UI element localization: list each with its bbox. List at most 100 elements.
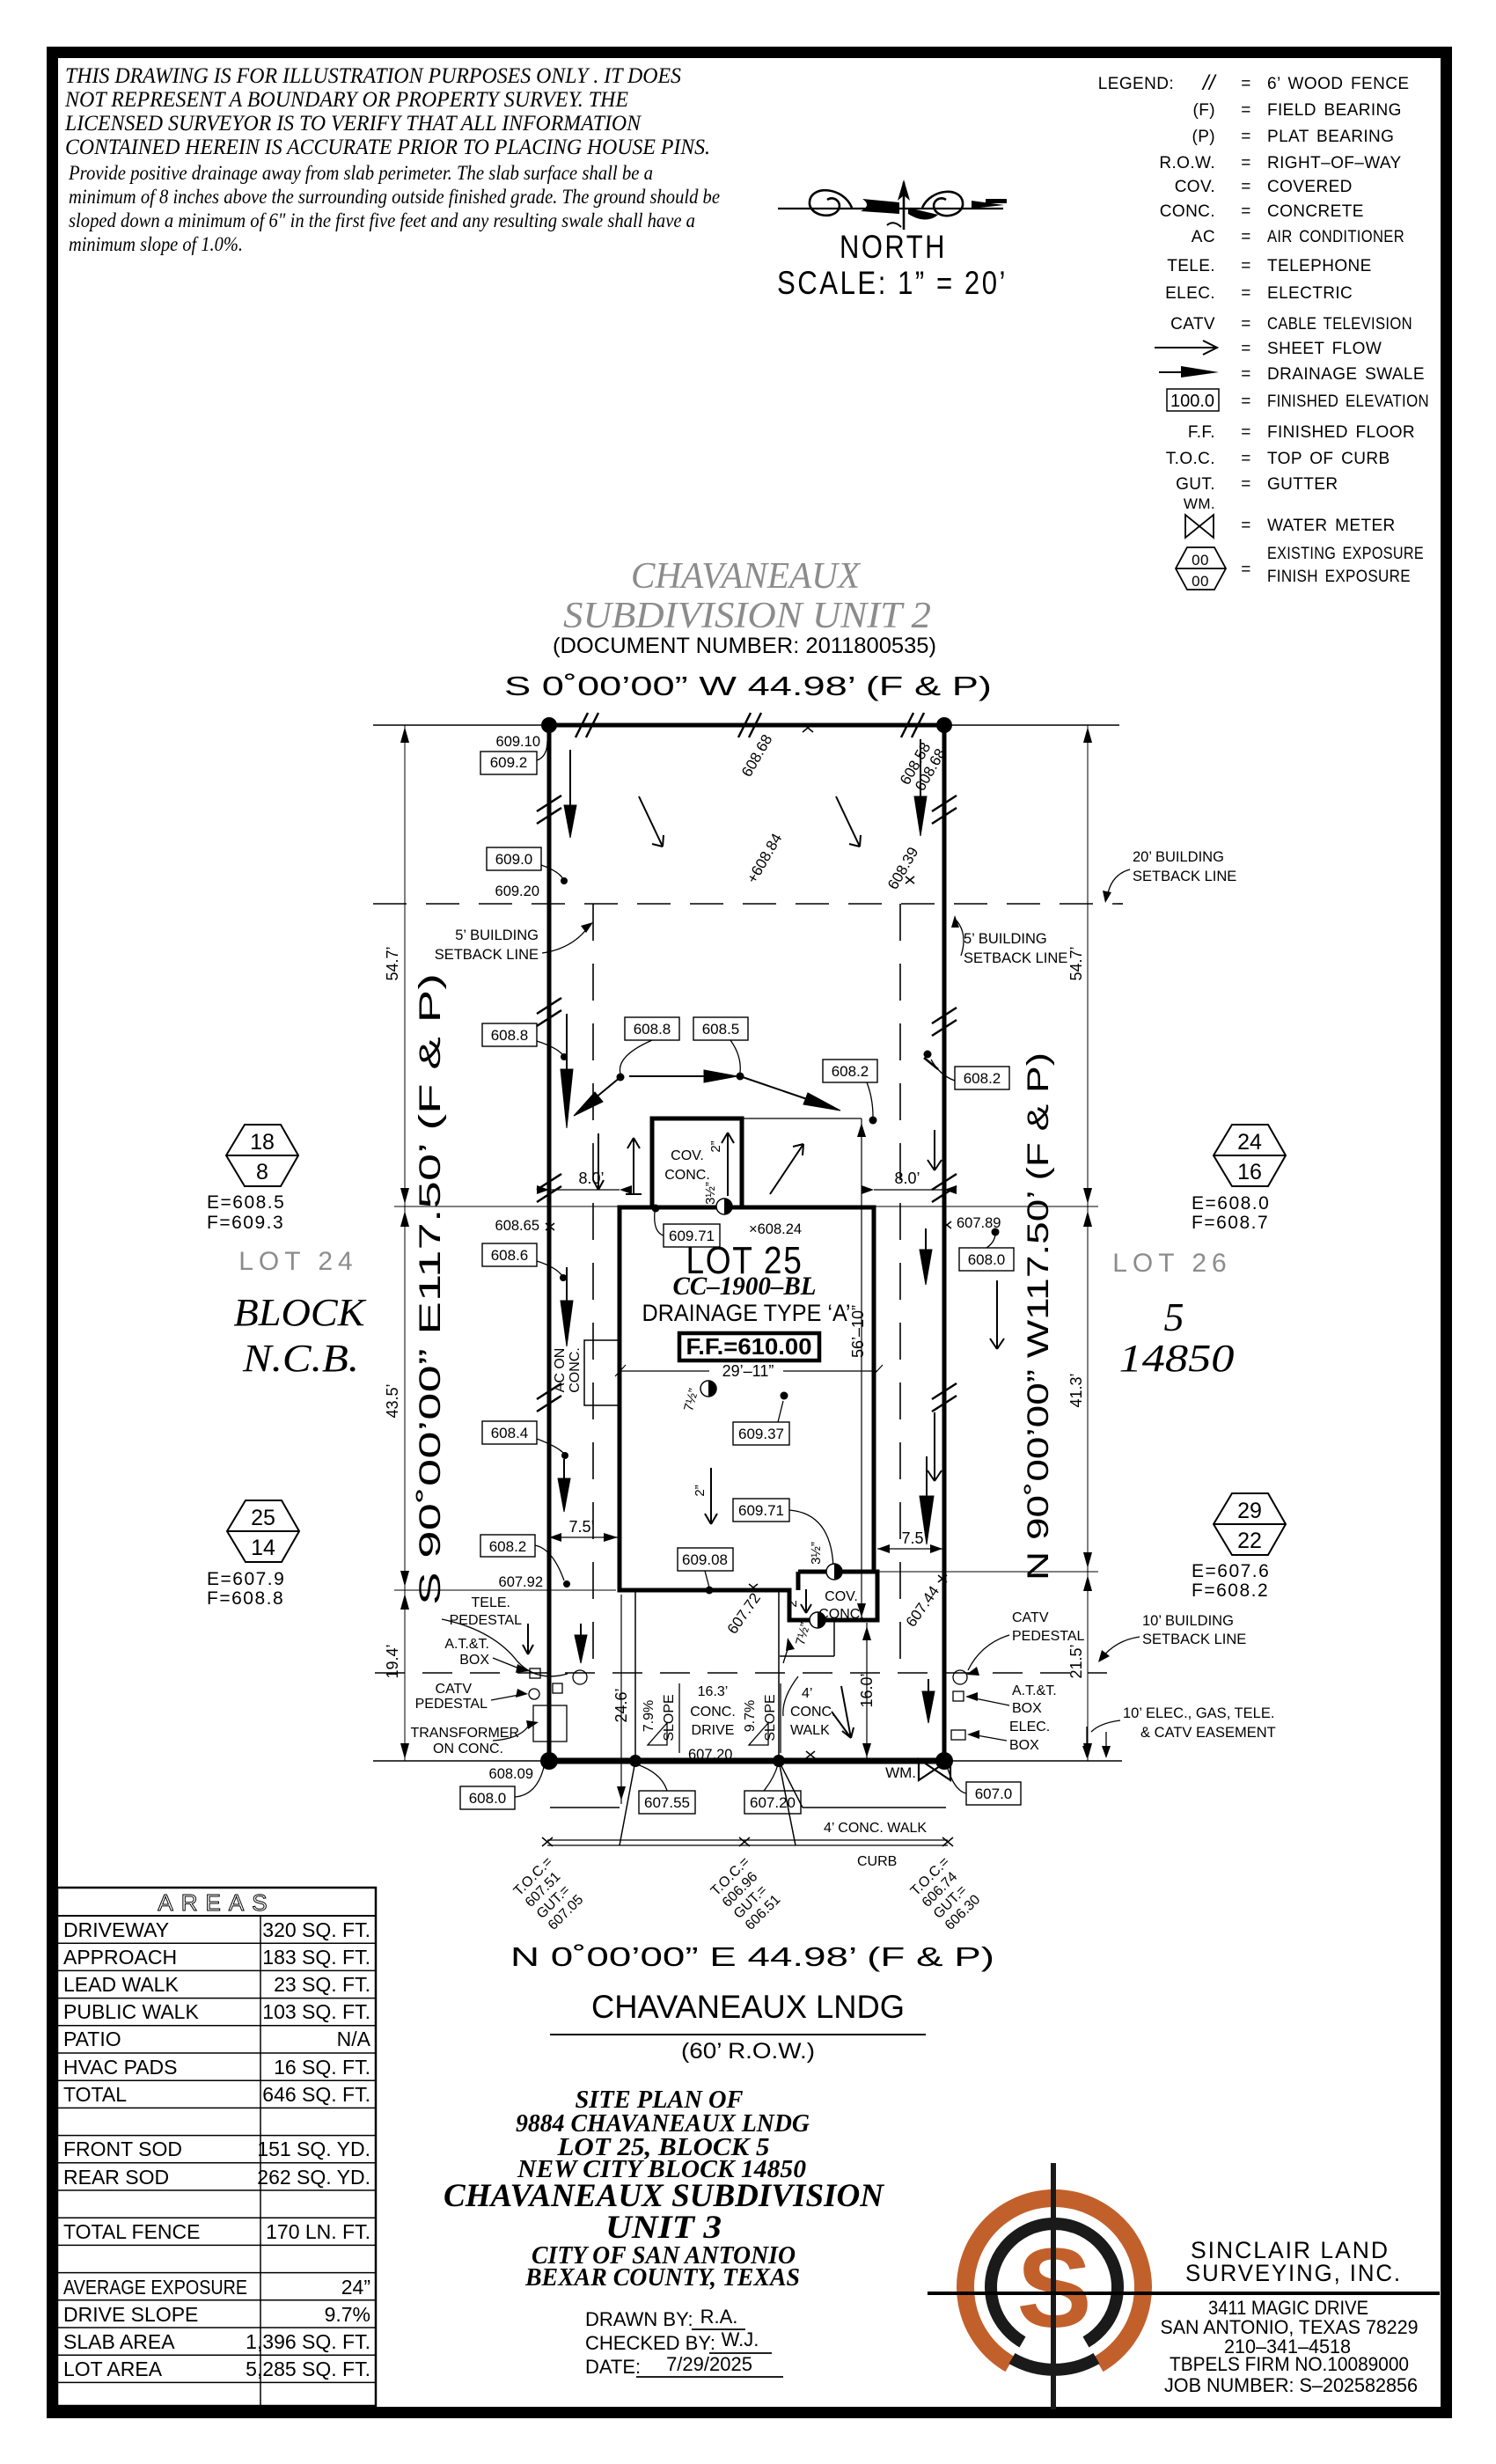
svg-text:TELE.: TELE. [1167,257,1215,275]
svg-text:10’ BUILDING: 10’ BUILDING [1142,1613,1234,1629]
svg-text:607.44: 607.44 [903,1583,942,1630]
svg-text:=: = [1241,101,1251,120]
svg-text:607.20: 607.20 [750,1794,796,1811]
svg-text:609.71: 609.71 [738,1502,784,1519]
svg-text:23 SQ. FT.: 23 SQ. FT. [274,1973,370,1996]
svg-text:JOB NUMBER: S–202582856: JOB NUMBER: S–202582856 [1164,2374,1418,2396]
svg-text:CHAVANEAUX SUBDIVISION: CHAVANEAUX SUBDIVISION [444,2178,884,2214]
svg-text:3411 MAGIC DRIVE: 3411 MAGIC DRIVE [1208,2297,1368,2319]
svg-text:=: = [1241,450,1251,468]
svg-text:CITY OF SAN ANTONIO: CITY OF SAN ANTONIO [532,2242,796,2270]
svg-text:A.T.&T.: A.T.&T. [444,1637,489,1652]
svg-text:LOT 25: LOT 25 [686,1239,803,1282]
svg-text:3½”: 3½” [703,1182,718,1205]
svg-text:TELEPHONE: TELEPHONE [1267,257,1372,275]
svg-text:DRIVE SLOPE: DRIVE SLOPE [63,2303,198,2326]
svg-text:PEDESTAL: PEDESTAL [450,1613,523,1628]
svg-text:=: = [1241,315,1251,334]
svg-text:=: = [1241,517,1251,535]
svg-text:DRAWN BY:: DRAWN BY: [585,2308,693,2330]
svg-text:AVERAGE EXPOSURE: AVERAGE EXPOSURE [63,2276,247,2299]
svg-text:CONC.: CONC. [1160,202,1215,221]
svg-text:LEGEND:: LEGEND: [1098,75,1174,93]
svg-text:=: = [1241,257,1251,275]
svg-text:103 SQ. FT.: 103 SQ. FT. [262,2000,370,2023]
svg-text:E=608.0: E=608.0 [1192,1193,1270,1214]
svg-text:SETBACK LINE: SETBACK LINE [435,947,539,963]
svg-text:T.O.C.: T.O.C. [1166,450,1215,468]
svg-text:EXISTING EXPOSURE: EXISTING EXPOSURE [1267,545,1424,563]
svg-text:100.0: 100.0 [1170,392,1214,411]
svg-text:N/A: N/A [337,2028,371,2050]
svg-text:3½”: 3½” [809,1542,824,1565]
svg-text:607.92: 607.92 [499,1574,543,1590]
svg-text:608.2: 608.2 [832,1063,869,1080]
svg-text:18: 18 [250,1130,275,1155]
svg-text:5’ BUILDING: 5’ BUILDING [964,931,1047,947]
svg-text:CONTAINED HEREIN IS ACCURATE P: CONTAINED HEREIN IS ACCURATE PRIOR TO PL… [65,136,710,159]
svg-text:ELEC.: ELEC. [1165,284,1215,303]
svg-text:6’ WOOD FENCE: 6’ WOOD FENCE [1267,75,1409,93]
svg-text:COVERED: COVERED [1267,178,1353,196]
svg-text:607.0: 607.0 [975,1786,1013,1802]
svg-text:NEW CITY BLOCK 14850: NEW CITY BLOCK 14850 [517,2156,806,2183]
svg-text:AC ON: AC ON [553,1348,568,1393]
svg-text:608.0: 608.0 [469,1790,507,1807]
svg-text:2”: 2” [785,1595,800,1607]
svg-text:=: = [1241,154,1251,172]
svg-text:21.5’: 21.5’ [1067,1644,1085,1678]
svg-text:8.0’: 8.0’ [578,1170,604,1187]
svg-text:7.9%: 7.9% [642,1700,656,1732]
svg-text:CABLE TELEVISION: CABLE TELEVISION [1267,315,1412,334]
svg-text:AC: AC [1192,228,1215,246]
svg-text:00: 00 [1192,552,1209,568]
svg-text:41.3’: 41.3’ [1067,1373,1085,1407]
svg-text:Provide positive drainage away: Provide positive drainage away from slab… [68,162,653,184]
svg-text:(P): (P) [1192,128,1215,146]
svg-text:GUTTER: GUTTER [1267,475,1338,494]
svg-text:7/29/2025: 7/29/2025 [666,2353,752,2375]
svg-text:SLOPE: SLOPE [763,1694,778,1741]
svg-text:DRIVE: DRIVE [692,1723,735,1738]
svg-text:=: = [1241,392,1251,411]
svg-text:608.8: 608.8 [491,1027,529,1044]
svg-text:WALK: WALK [790,1723,830,1738]
svg-text:F=608.8: F=608.8 [207,1588,284,1609]
svg-text:5: 5 [1164,1294,1184,1339]
svg-text:(DOCUMENT NUMBER: 2011800535): (DOCUMENT NUMBER: 2011800535) [553,634,936,658]
svg-text:& CATV EASEMENT: & CATV EASEMENT [1140,1725,1276,1741]
svg-text:F.F.=610.00: F.F.=610.00 [686,1333,812,1360]
svg-text:WATER METER: WATER METER [1267,517,1396,535]
svg-text:LOT 26: LOT 26 [1112,1249,1232,1278]
svg-text:COV.: COV. [1175,178,1215,196]
svg-text:BOX: BOX [1009,1738,1039,1753]
svg-text:CONC.: CONC. [568,1347,583,1393]
svg-text:DRAINAGE SWALE: DRAINAGE SWALE [1267,365,1425,384]
svg-text:REAR SOD: REAR SOD [63,2166,169,2189]
svg-text:F=609.3: F=609.3 [207,1213,284,1233]
svg-text:7.5’: 7.5’ [901,1529,927,1547]
svg-text:608.5: 608.5 [702,1021,740,1038]
svg-text://: // [1201,71,1217,95]
svg-text:608.8: 608.8 [634,1021,671,1038]
svg-text:BOX: BOX [1012,1701,1042,1716]
svg-text:320 SQ. FT.: 320 SQ. FT. [262,1918,370,1941]
svg-text:CATV: CATV [436,1682,473,1697]
svg-text:SINCLAIR LAND: SINCLAIR LAND [1191,2237,1390,2263]
svg-text:608.6: 608.6 [491,1247,529,1264]
svg-text:CONC.: CONC. [790,1705,836,1720]
svg-text:14: 14 [251,1536,275,1560]
svg-text:608.09: 608.09 [489,1766,533,1782]
svg-text:20’ BUILDING: 20’ BUILDING [1133,849,1224,865]
svg-text:=: = [1241,475,1251,494]
svg-text:608.4: 608.4 [491,1425,529,1441]
svg-text:24”: 24” [341,2276,370,2299]
svg-text:W.J.: W.J. [722,2328,759,2350]
svg-text:CATV: CATV [1170,315,1215,334]
svg-text:54.7’: 54.7’ [1067,946,1085,980]
svg-text:AIR CONDITIONER: AIR CONDITIONER [1267,228,1404,246]
svg-text:SUBDIVISION UNIT 2: SUBDIVISION UNIT 2 [563,596,931,636]
svg-text:PATIO: PATIO [63,2028,121,2050]
svg-text:FINISHED FLOOR: FINISHED FLOOR [1267,423,1415,442]
svg-text:SETBACK LINE: SETBACK LINE [1133,869,1236,884]
